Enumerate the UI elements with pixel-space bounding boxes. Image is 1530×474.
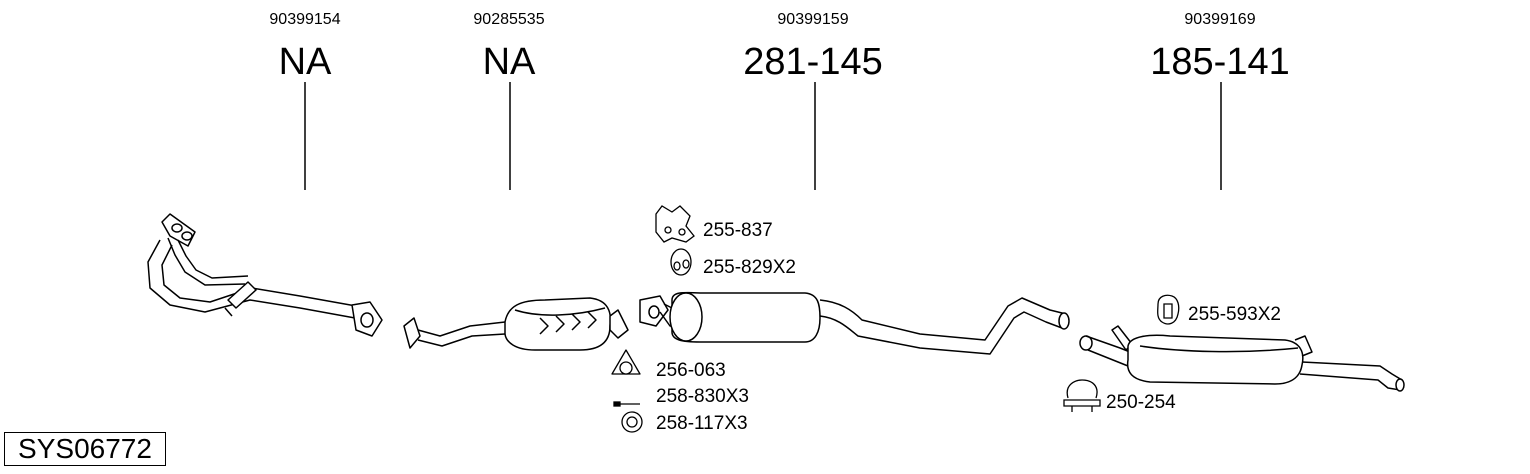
rubber-buffer-icon (1157, 294, 1180, 325)
oe-number-4: 90399169 (1184, 11, 1255, 28)
accessory-label-255-837: 255-837 (703, 220, 773, 241)
accessory-label-250-254: 250-254 (1106, 392, 1176, 413)
part-number-2: NA (483, 41, 536, 83)
front-pipe-drawing (147, 213, 383, 337)
part-number-4: 185-141 (1150, 41, 1289, 83)
middle-silencer-drawing (639, 291, 1070, 355)
accessory-label-255-593x2: 255-593X2 (1188, 304, 1281, 325)
system-code-label: SYS06772 (4, 432, 166, 466)
triangular-gasket-icon (611, 349, 641, 375)
rubber-hanger-icon (655, 205, 695, 243)
pipe-clamp-icon (1063, 379, 1101, 412)
catalytic-converter-drawing (403, 297, 629, 351)
accessory-label-258-117x3: 258-117X3 (656, 413, 748, 434)
nut-washer-icon (621, 411, 643, 433)
oe-number-1: 90399154 (269, 11, 340, 28)
oe-number-3: 90399159 (777, 11, 848, 28)
rear-silencer-drawing (1079, 325, 1405, 392)
oe-number-2: 90285535 (473, 11, 544, 28)
accessory-label-258-830x3: 258-830X3 (656, 386, 749, 407)
part-number-3: 281-145 (743, 41, 882, 83)
accessory-label-255-829x2: 255-829X2 (703, 257, 796, 278)
part-number-1: NA (279, 41, 332, 83)
bolt-icon (613, 401, 640, 407)
accessory-label-256-063: 256-063 (656, 360, 726, 381)
rubber-ring-mount-icon (670, 248, 692, 276)
